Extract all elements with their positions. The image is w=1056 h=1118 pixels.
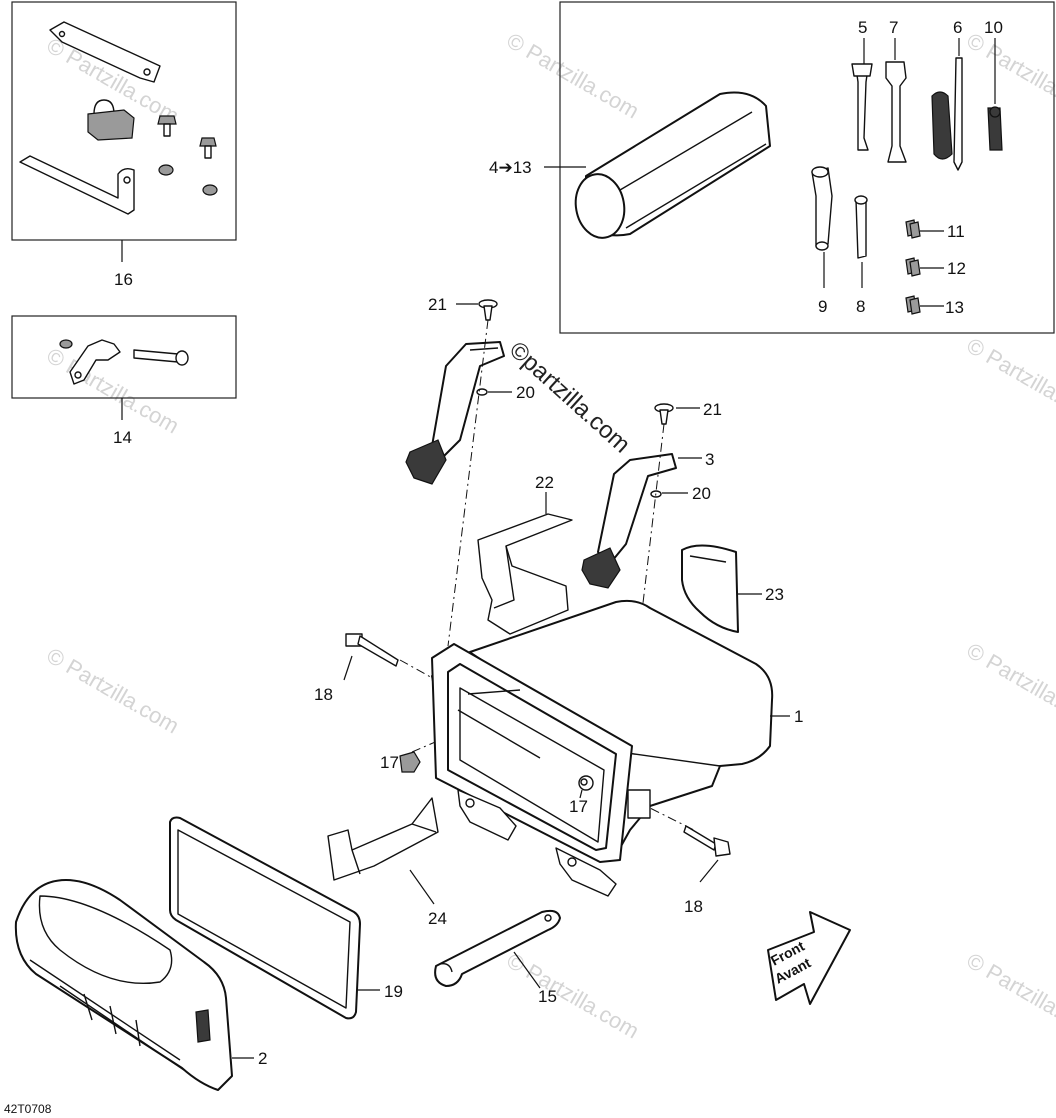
- fuse-12: [905, 257, 921, 277]
- front-arrow: Front Avant: [767, 911, 851, 1005]
- callout-18b: 18: [684, 897, 703, 916]
- nut-17-left: [399, 751, 421, 773]
- leader-15: [513, 951, 541, 989]
- socket-tool: [854, 195, 868, 259]
- watermark: © Partzilla.com: [503, 948, 644, 1044]
- spark-plug-tool: [987, 106, 1003, 151]
- watermark: © Partzilla.com: [963, 948, 1056, 1044]
- gasket-19: [169, 816, 361, 1020]
- nut: [158, 164, 174, 176]
- callout-20b: 20: [692, 484, 711, 503]
- callout-7: 7: [889, 18, 898, 37]
- watermark: © Partzilla.com: [503, 28, 644, 124]
- heat-shield-22: [477, 513, 573, 635]
- bracket: [19, 155, 135, 215]
- callout-23: 23: [765, 585, 784, 604]
- hinge-hole: [74, 371, 82, 379]
- kit-14-frame: [11, 315, 237, 399]
- strap-hole: [58, 30, 66, 38]
- leader-18a: [343, 655, 353, 681]
- callout-10: 10: [984, 18, 1003, 37]
- handle-right: [581, 453, 677, 589]
- callout-5: 5: [858, 18, 867, 37]
- callout-20a: 20: [516, 383, 535, 402]
- handle-left: [405, 341, 505, 485]
- callout-3: 3: [705, 450, 714, 469]
- callout-2: 2: [258, 1049, 267, 1068]
- bolt: [199, 137, 217, 159]
- bolt-18-upper: [345, 633, 399, 667]
- wrench-small: [851, 63, 873, 151]
- strap: [49, 21, 161, 83]
- callout-9: 9: [818, 297, 827, 316]
- pad-23: [681, 544, 739, 633]
- callout-21b: 21: [703, 400, 722, 419]
- fuse-11: [905, 219, 921, 239]
- watermark: © Partzilla.com: [963, 28, 1056, 124]
- fuse-13: [905, 295, 921, 315]
- tool-bag: [574, 91, 771, 239]
- spanner-15: [434, 909, 561, 987]
- heat-shield-24: [327, 797, 439, 881]
- bolt: [157, 115, 177, 137]
- padlock: [87, 109, 135, 141]
- screwdriver-handle: [931, 91, 953, 160]
- watermark: © Partzilla.com: [963, 638, 1056, 734]
- leader-24: [409, 869, 435, 905]
- callout-1: 1: [794, 707, 803, 726]
- leader-18b: [699, 859, 719, 883]
- screw-21-right: [654, 403, 674, 425]
- nut: [202, 184, 218, 196]
- hinge-pin: [133, 349, 179, 363]
- hinge-bracket: [69, 339, 121, 385]
- kit-16-frame: [11, 1, 237, 241]
- callout-15: 15: [538, 987, 557, 1006]
- callout-21a: 21: [428, 295, 447, 314]
- callout-22: 22: [535, 473, 554, 492]
- leader-17b: [579, 789, 583, 799]
- kit-16-box: 16: [11, 1, 237, 289]
- callout-4-13: 4➔13: [489, 158, 532, 177]
- callout-6: 6: [953, 18, 962, 37]
- lid-2: [14, 879, 233, 1091]
- washer-20-left: [476, 388, 488, 396]
- nut-17-right: [580, 778, 588, 786]
- callout-12: 12: [947, 259, 966, 278]
- callout-13: 13: [945, 298, 964, 317]
- hinge-pin-head: [175, 350, 189, 366]
- screwdriver-blade: [953, 57, 963, 171]
- callout-17a: 17: [380, 753, 399, 772]
- callout-14: 14: [113, 428, 132, 447]
- callout-19: 19: [384, 982, 403, 1001]
- callout-16: 16: [114, 270, 133, 289]
- screw-21-left: [478, 299, 498, 321]
- callout-18a: 18: [314, 685, 333, 704]
- socket-wrench: [811, 166, 833, 251]
- kit-14-box: 14: [11, 315, 237, 447]
- callout-17b: 17: [569, 797, 588, 816]
- callout-11: 11: [947, 222, 965, 241]
- watermark: © Partzilla.com: [43, 643, 184, 739]
- callout-8: 8: [856, 297, 865, 316]
- bolt-18-lower: [683, 825, 731, 857]
- callout-24: 24: [428, 909, 447, 928]
- watermark: © Partzilla.com: [963, 333, 1056, 429]
- wrench-large: [885, 61, 907, 163]
- reference-code: 42T0708: [4, 1102, 52, 1116]
- tool-kit-box: 4➔13 5 7 6 10: [489, 1, 1055, 334]
- strap-hole: [143, 68, 151, 76]
- padlock-shackle: [93, 99, 115, 115]
- nut: [59, 339, 73, 349]
- bracket-hole: [123, 176, 131, 184]
